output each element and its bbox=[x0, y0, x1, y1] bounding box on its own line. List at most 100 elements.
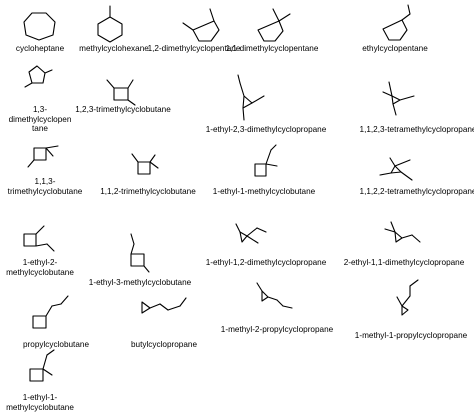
bond bbox=[409, 279, 419, 287]
bond bbox=[179, 297, 187, 307]
bond bbox=[265, 163, 278, 167]
label-line: trimethylcyclobutane bbox=[7, 186, 83, 196]
bond bbox=[130, 243, 135, 255]
label-line: 1-ethyl-1-methylcyclobutane bbox=[212, 187, 316, 196]
label-methylcyclohexane: methylcyclohexane bbox=[79, 44, 149, 54]
structure-1-methyl-1-propylcyclopropane bbox=[396, 279, 419, 316]
label-propylcyclobutane: propylcyclobutane bbox=[23, 340, 89, 350]
label-1-methyl-1-propylcyclopropane: 1-methyl-1-propylcyclopropane bbox=[355, 331, 467, 341]
bond bbox=[42, 368, 53, 376]
bond bbox=[401, 13, 411, 21]
label-11-dimethylcyclopentane: 1,1-dimethylcyclopentane bbox=[226, 44, 319, 54]
structure-butylcyclopropane bbox=[141, 297, 187, 314]
bond bbox=[282, 305, 293, 309]
ring bbox=[33, 147, 47, 161]
structure-2-ethyl-11-dimethylcyclopropane bbox=[384, 221, 421, 243]
structure-11-dimethylcyclopentane bbox=[257, 8, 291, 42]
ring bbox=[29, 368, 44, 382]
bond bbox=[390, 221, 396, 233]
ring bbox=[390, 165, 402, 174]
label-line: methylcyclobutane bbox=[6, 267, 74, 277]
structure-12-dimethylcyclopentane bbox=[182, 8, 220, 42]
label-line: 1,3- bbox=[32, 105, 48, 114]
bond bbox=[389, 157, 396, 167]
structure-1-ethyl-12-dimethylcyclopropane bbox=[235, 223, 267, 244]
bond bbox=[392, 103, 397, 116]
bond bbox=[131, 153, 139, 163]
label-line: tane bbox=[32, 124, 48, 133]
label-line: methylcyclobutane bbox=[6, 402, 74, 412]
bond bbox=[143, 265, 150, 273]
label-1-ethyl-3-methylcyclobutane: 1-ethyl-3-methylcyclobutane bbox=[89, 278, 191, 288]
bond bbox=[44, 69, 53, 74]
bond bbox=[272, 8, 280, 22]
ring bbox=[242, 95, 253, 109]
label-line: 1-ethyl-1- bbox=[22, 393, 58, 402]
bond bbox=[35, 225, 45, 235]
structure-1-ethyl-1-methylcyclobutane bbox=[254, 144, 278, 177]
bond bbox=[149, 303, 161, 309]
bond bbox=[394, 159, 411, 167]
bond bbox=[401, 295, 411, 307]
label-line: 1,1,2,2-tetramethylcyclopropane bbox=[359, 187, 474, 196]
bond bbox=[35, 243, 48, 247]
bond bbox=[276, 299, 284, 307]
bond bbox=[106, 79, 115, 89]
bond bbox=[246, 227, 258, 237]
label-cycloheptane: cycloheptane bbox=[16, 44, 64, 54]
bond bbox=[235, 223, 241, 233]
bond bbox=[130, 233, 135, 245]
structure-1-methyl-2-propylcyclopropane bbox=[256, 282, 293, 309]
label-line: butylcyclopropane bbox=[131, 340, 197, 349]
bond bbox=[267, 296, 278, 301]
label-12-dimethylcyclopentane: 1,2-dimethylcyclopentane bbox=[148, 44, 241, 54]
structure-123-trimethylcyclobutane bbox=[106, 79, 136, 106]
ring bbox=[137, 161, 151, 175]
label-line: 1,1,2-trimethylcyclobutane bbox=[100, 187, 196, 196]
bond bbox=[382, 91, 393, 97]
bond bbox=[400, 171, 413, 181]
structure-13-dimethylcyclopentane bbox=[24, 65, 53, 88]
label-1-ethyl-1-methylcyclobutane: 1-ethyl-1-methylcyclobutane bbox=[213, 187, 315, 197]
bond bbox=[127, 79, 134, 89]
bond bbox=[384, 228, 396, 233]
bond bbox=[45, 145, 59, 149]
label-1-ethyl-12-dimethylcyclopropane: 1-ethyl-1,2-dimethylcyclopropane bbox=[206, 258, 327, 268]
label-line: 1-ethyl-2- bbox=[22, 258, 58, 267]
ring bbox=[257, 20, 284, 42]
bond bbox=[407, 4, 411, 15]
structure-113-trimethylcyclobutane bbox=[27, 145, 59, 168]
label-line: propylcyclobutane bbox=[23, 340, 89, 349]
ring bbox=[394, 231, 403, 243]
ring bbox=[141, 301, 151, 314]
ring bbox=[401, 305, 409, 316]
bond bbox=[388, 81, 393, 97]
label-1-ethyl-23-dimethylcyclopropane: 1-ethyl-2,3-dimethylcyclopropane bbox=[206, 125, 327, 135]
bond bbox=[42, 354, 48, 370]
structure-1-ethyl-1-methylcyclobutane-b bbox=[29, 349, 55, 382]
label-line: 1,1,3- bbox=[34, 177, 56, 186]
bond bbox=[401, 234, 413, 239]
ring bbox=[28, 65, 46, 84]
bond bbox=[149, 154, 156, 163]
label-1-methyl-2-propylcyclopropane: 1-methyl-2-propylcyclopropane bbox=[221, 325, 333, 335]
bond bbox=[167, 305, 181, 311]
structure-1-ethyl-23-dimethylcyclopropane bbox=[237, 74, 265, 121]
bond bbox=[24, 82, 33, 88]
structure-methylcyclohexane bbox=[97, 5, 123, 43]
label-2-ethyl-11-dimethylcyclopropane: 2-ethyl-1,1-dimethylcyclopropane bbox=[344, 258, 465, 268]
bond bbox=[149, 161, 159, 169]
bond bbox=[127, 99, 136, 106]
ring bbox=[192, 20, 220, 42]
bond bbox=[60, 295, 69, 305]
bond bbox=[46, 243, 55, 252]
bond bbox=[399, 95, 415, 101]
label-line: 1-methyl-2-propylcyclopropane bbox=[220, 325, 334, 334]
label-line: 1,1-dimethylcyclopentane bbox=[225, 44, 319, 53]
bond bbox=[256, 282, 263, 292]
bond bbox=[209, 8, 215, 22]
bond bbox=[246, 235, 259, 244]
bond bbox=[182, 22, 194, 31]
